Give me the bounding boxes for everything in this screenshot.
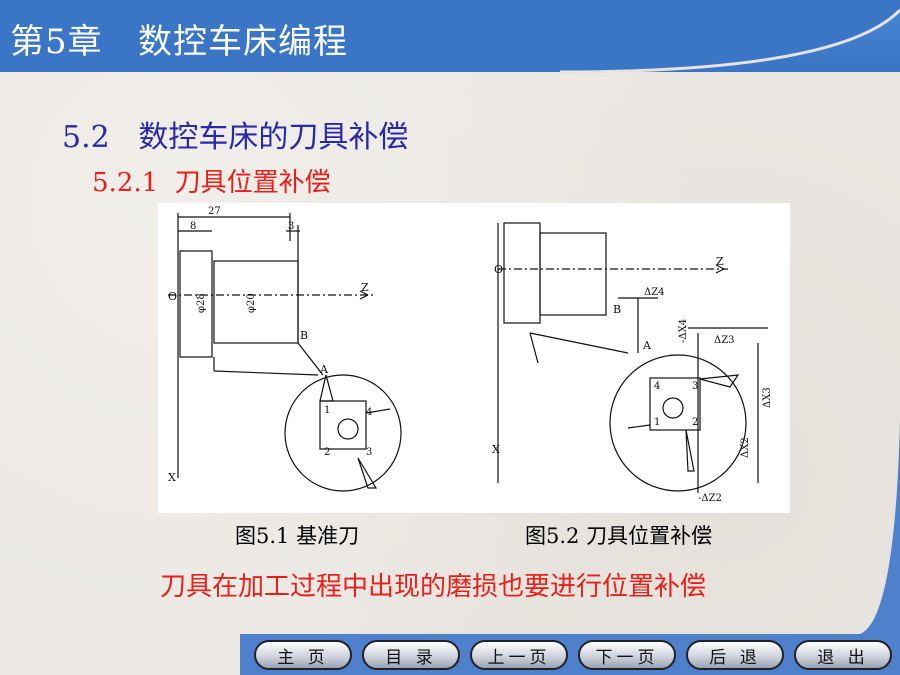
fig1-dim3: 3 [288, 221, 294, 232]
fig1-n3: 3 [366, 447, 372, 458]
fig2-n2: 2 [692, 417, 698, 428]
fig1-o: O [168, 290, 177, 303]
fig2-n3: 3 [692, 381, 698, 392]
fig2-a: A [642, 339, 652, 352]
figure1-caption: 图5.1 基准刀 [235, 524, 360, 548]
fig1-phi20: φ20 [246, 293, 257, 313]
back-button[interactable]: 后 退 [686, 640, 784, 670]
section-heading: 5.2 数控车床的刀具补偿 [62, 120, 409, 155]
figure-panel: 27 8 3 O Z X B A 1 2 3 4 φ28 φ20 [158, 203, 790, 513]
fig1-phi28: φ28 [196, 293, 207, 313]
fig2-dz4: ΔZ4 [644, 287, 665, 298]
fig2-z: Z [716, 255, 724, 268]
fig2-dz2: -ΔZ2 [698, 493, 722, 504]
fig2-dx2: ΔX2 [740, 437, 751, 458]
fig1-n1: 1 [324, 405, 330, 416]
fig1-n2: 2 [324, 447, 330, 458]
next-page-button[interactable]: 下一页 [578, 640, 676, 670]
figure2-drawing: O Z X B A ΔZ4 ΔZ3 -ΔZ2 -ΔX4 ΔX3 ΔX2 1 4 … [492, 222, 773, 504]
home-button[interactable]: 主 页 [254, 640, 352, 670]
subsection-heading: 5.2.1 刀具位置补偿 [92, 168, 331, 198]
fig2-dx3: ΔX3 [762, 387, 773, 408]
fig2-dz3: ΔZ3 [714, 335, 735, 346]
fig2-n4: 4 [654, 381, 660, 392]
exit-button[interactable]: 退 出 [794, 640, 892, 670]
page-title: 第5章 数控车床编程 [10, 22, 349, 62]
fig2-b: B [613, 303, 621, 316]
fig2-x: X [492, 443, 500, 456]
toc-button[interactable]: 目 录 [362, 640, 460, 670]
fig1-dim27: 27 [208, 206, 221, 217]
fig1-a: A [319, 363, 329, 376]
fig2-o: O [494, 263, 503, 276]
wear-compensation-note: 刀具在加工过程中出现的磨损也要进行位置补偿 [160, 572, 707, 602]
figure1-drawing: 27 8 3 O Z X B A 1 2 3 4 φ28 φ20 [168, 206, 402, 492]
fig2-n1: 1 [654, 417, 660, 428]
fig1-b: B [300, 329, 308, 342]
fig1-n4: 4 [366, 407, 372, 418]
prev-page-button[interactable]: 上一页 [470, 640, 568, 670]
fig1-dim8: 8 [190, 221, 196, 232]
figure2-caption: 图5.2 刀具位置补偿 [525, 524, 713, 548]
fig2-dx4: -ΔX4 [678, 319, 689, 343]
fig1-x: X [168, 471, 176, 484]
fig1-z: Z [361, 281, 369, 294]
